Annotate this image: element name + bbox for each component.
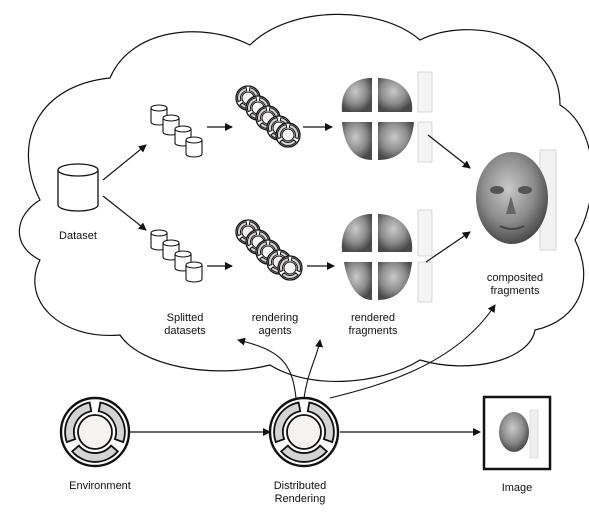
composited-fragments-image: [476, 149, 557, 251]
distributed-rendering-node-icon: [268, 396, 340, 468]
feedback-arrow-to-splitted-datasets: [237, 337, 297, 399]
image-output-frame: [482, 395, 552, 471]
rendering-agents-bottom-icon: [235, 219, 303, 281]
rendered-fragments-label: rendered fragments: [348, 312, 398, 337]
environment-label: Environment: [69, 480, 131, 492]
rendering-agents-label: rendering agents: [251, 312, 299, 337]
arrow-fragments-to-composite-bottom: [425, 231, 471, 263]
distributed-rendering-ring: [268, 396, 340, 468]
arrow-dataset-to-split-top: [102, 144, 147, 181]
rendering-agent-ring: [277, 255, 303, 281]
arrow-dataset-to-split-bottom: [102, 195, 147, 231]
splitted-datasets-label: Splitted datasets: [164, 312, 206, 337]
arrow-fragments-to-composite-top: [427, 134, 471, 169]
environment-ring: [59, 396, 131, 468]
dataset-label: Dataset: [59, 230, 97, 242]
rendered-fragments-bottom-image: [341, 209, 433, 303]
feedback-arrow-to-rendering-agents: [303, 339, 324, 399]
environment-node-icon: [59, 396, 131, 468]
cloud-outline: [18, 13, 589, 383]
feedback-arrow-to-composited-fragments: [329, 304, 496, 399]
image-label: Image: [501, 482, 533, 494]
composited-fragments-label: composited fragments: [486, 272, 544, 297]
splitted-datasets-bottom-icon: [150, 229, 203, 283]
rendering-agent-ring: [275, 122, 301, 148]
rendered-fragments-top-image: [341, 71, 433, 163]
rendering-agents-top-icon: [235, 85, 301, 148]
splitted-datasets-top-icon: [150, 104, 203, 158]
dataset-icon: [57, 163, 99, 212]
distributed-rendering-label: Distributed Rendering: [273, 480, 327, 505]
